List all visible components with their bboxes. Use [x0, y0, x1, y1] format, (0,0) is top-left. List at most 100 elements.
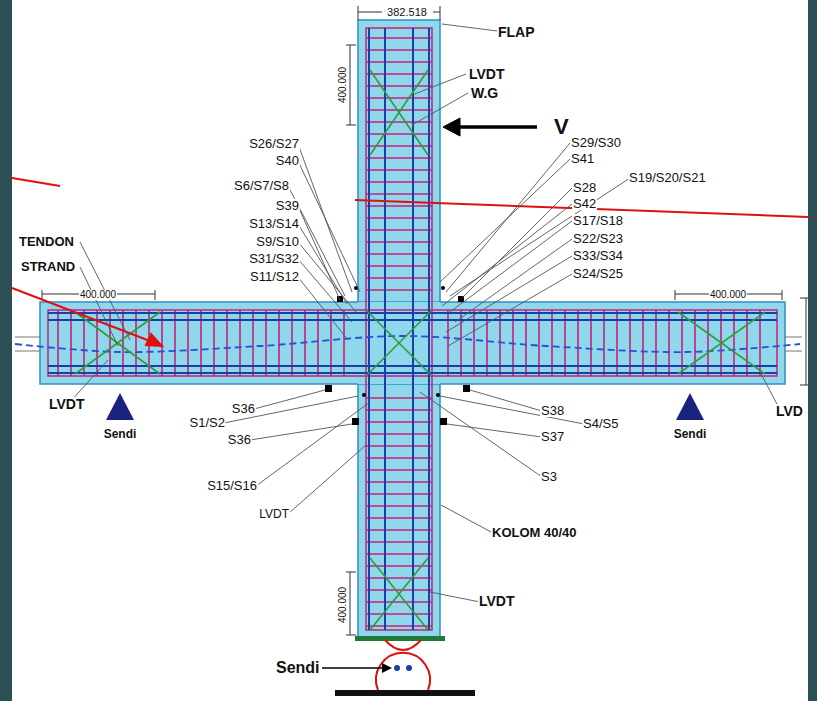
drawing-part [412, 93, 468, 125]
drawing-part [450, 221, 572, 312]
drawing-part [385, 640, 421, 650]
column-stirrup [366, 169, 432, 171]
annotation-label: S24/S25 [572, 267, 624, 280]
drawing-part [366, 310, 432, 376]
drawing-part [406, 665, 412, 671]
annotation-label: STRAND [20, 260, 76, 273]
annotation-label: LVDT [478, 594, 516, 608]
drawing-part [448, 274, 572, 346]
tendon [15, 336, 800, 352]
annotation-label: 382.518 [386, 7, 428, 18]
drawing-part [322, 667, 386, 669]
drawing-part [420, 392, 542, 477]
drawing-part [440, 418, 447, 425]
annotation-label: S15/S16 [206, 479, 258, 492]
column-stirrup [366, 109, 432, 111]
annotation-label: S17/S18 [572, 214, 624, 227]
drawing-part [298, 206, 340, 300]
drawing-part [430, 592, 480, 602]
drawing-part [436, 393, 440, 397]
column-stirrup [366, 625, 432, 627]
drawing-part [254, 390, 325, 409]
column-stirrup [366, 277, 432, 279]
annotation-label: KOLOM 40/40 [491, 526, 578, 539]
drawing-part [433, 12, 440, 13]
annotation-label: S37 [540, 430, 565, 443]
column-stirrup [366, 421, 432, 423]
drawing-part [760, 372, 778, 406]
drawing-part [298, 242, 356, 312]
annotation-label: S31/S32 [248, 252, 300, 265]
annotation-label: S13/S14 [248, 217, 300, 230]
annotation-label: 400.000 [338, 66, 348, 104]
annotation-label: S38 [540, 404, 565, 417]
drawing-part [298, 277, 348, 340]
drawing-part [678, 312, 765, 374]
annotation-label: S1/S2 [189, 416, 226, 429]
annotation-label: S36 [227, 433, 252, 446]
column-stirrup [366, 433, 432, 435]
column-stirrup [366, 553, 432, 555]
column-stirrup [366, 85, 432, 87]
drawing-part [346, 572, 356, 573]
drawing-part [366, 310, 432, 376]
drawing-part [441, 286, 445, 290]
drawing-part [370, 558, 428, 630]
column-stirrup [366, 229, 432, 231]
drawing-part [346, 45, 356, 46]
column-stirrup [366, 541, 432, 543]
annotation-label: S9/S10 [255, 235, 300, 248]
drawing-part [675, 290, 676, 300]
base-hinge [322, 636, 475, 696]
column-stirrup [366, 133, 432, 135]
drawing-part [355, 636, 445, 641]
drawing-part [394, 665, 400, 671]
drawing-part [442, 24, 497, 31]
drawing-part [440, 396, 584, 424]
tendon-anchors [15, 337, 802, 351]
drawing-part [358, 6, 359, 20]
drawing-part [358, 12, 382, 13]
annotation-label: Sendi [673, 428, 708, 440]
column-stirrup [366, 517, 432, 519]
drawing-part [15, 337, 40, 338]
column-stirrup [366, 493, 432, 495]
drawing-part [256, 402, 370, 486]
drawing-part [346, 125, 356, 126]
drawing-part [80, 267, 118, 346]
column-stirrup [366, 205, 432, 207]
column-stirrup [366, 37, 432, 39]
leader-lines [70, 24, 778, 602]
annotation-label: S39 [275, 199, 300, 212]
annotation-label: TENDON [18, 235, 75, 248]
annotation-label: S6/S7/S8 [233, 179, 290, 192]
annotation-label: S40 [275, 154, 300, 167]
drawing-part [678, 312, 765, 374]
annotation-label: LVDT [468, 67, 506, 81]
drawing-part [800, 385, 808, 386]
drawing-part [335, 690, 475, 696]
annotation-label: LVDT [48, 397, 86, 411]
drawing-part [376, 653, 430, 690]
drawing-part [455, 125, 537, 129]
column-stirrup [366, 121, 432, 123]
column-stirrup [366, 505, 432, 507]
joint-core [358, 302, 440, 384]
annotation-label: FLAP [497, 25, 536, 39]
drawing-part [470, 390, 542, 411]
drawing-part [48, 365, 777, 367]
drawing-part [428, 28, 430, 630]
drawing-part [440, 6, 441, 20]
column-stirrup [366, 217, 432, 219]
annotation-label: 400.000 [338, 586, 348, 624]
drawing-part [155, 290, 156, 300]
annotation-label: W.G [470, 86, 499, 100]
drawing-part [325, 385, 332, 392]
annotation-label: Sendi [275, 660, 321, 676]
column-stirrup [366, 49, 432, 51]
column-stirrup [366, 481, 432, 483]
column [358, 20, 440, 638]
drawing-part [350, 572, 351, 635]
column-stirrup [366, 73, 432, 75]
drawing-part [15, 351, 40, 352]
